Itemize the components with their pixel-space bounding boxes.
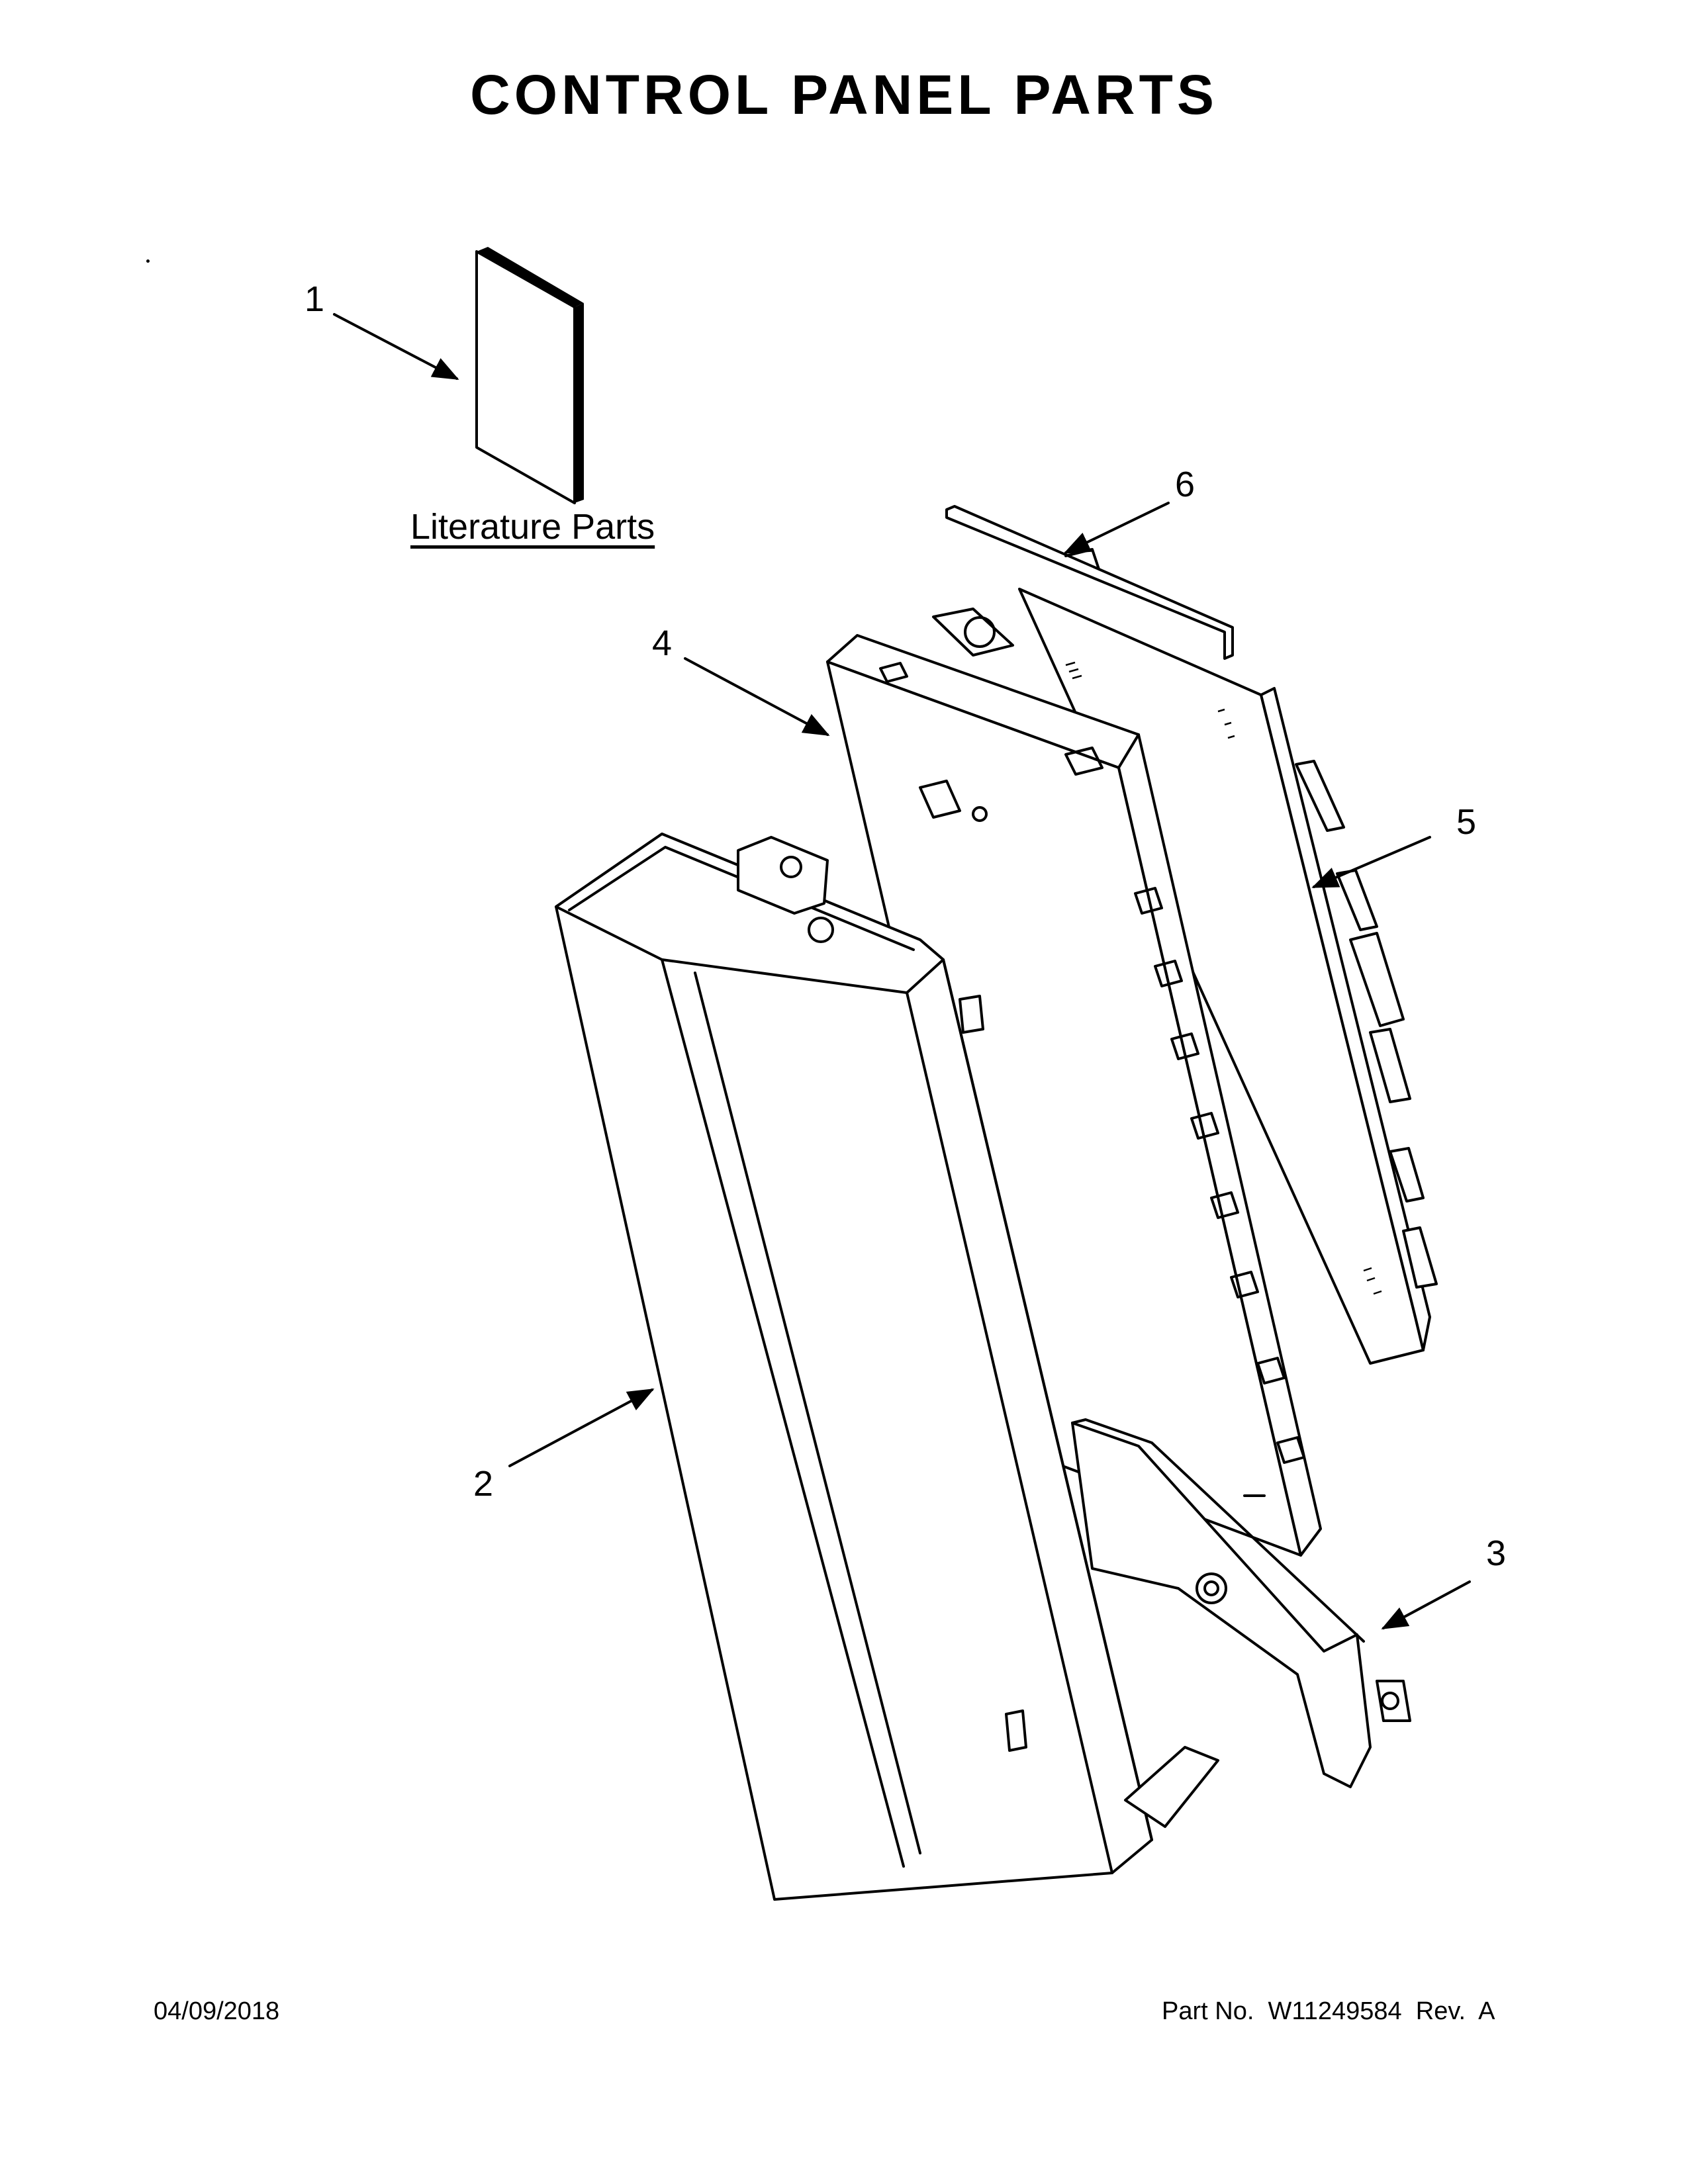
callout-4: 4	[652, 623, 673, 663]
callout-3: 3	[1486, 1533, 1507, 1573]
part-number: W11249584	[1268, 1997, 1402, 2025]
footer-date: 04/09/2018	[154, 1997, 280, 2025]
callout-1: 1	[305, 279, 325, 319]
page-title: CONTROL PANEL PARTS	[470, 64, 1218, 126]
literature-booklet-part	[475, 247, 584, 504]
stray-dot	[146, 259, 150, 263]
rev-label: Rev.	[1415, 1997, 1466, 2025]
console-cover-part	[555, 833, 1219, 1901]
callout-2: 2	[473, 1464, 494, 1504]
mounting-bracket-part	[1071, 1418, 1411, 1788]
rev-value: A	[1478, 1997, 1495, 2025]
footer-part-number: Part No. W11249584 Rev. A	[1162, 1997, 1495, 2026]
part-label: Part No.	[1162, 1997, 1254, 2025]
callout-5: 5	[1456, 802, 1477, 842]
literature-parts-label: Literature Parts	[410, 507, 655, 547]
callout-6: 6	[1175, 465, 1196, 504]
callout-leaders	[333, 313, 1471, 1629]
